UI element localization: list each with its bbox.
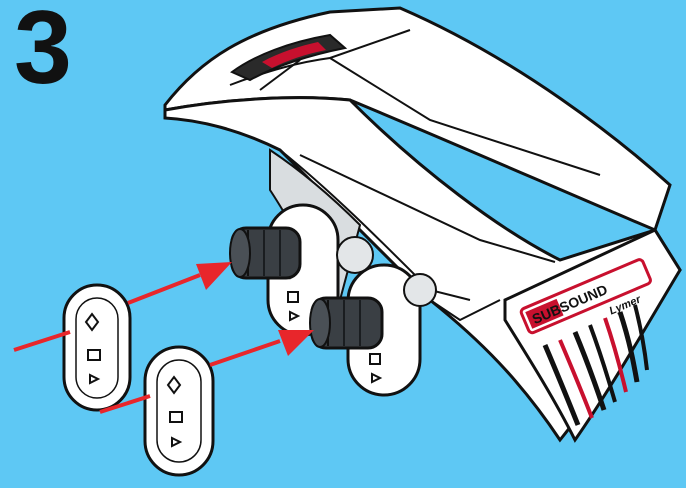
loose-beam-lower xyxy=(145,347,213,475)
axle-pin-upper xyxy=(230,228,300,278)
spoiler-body xyxy=(165,8,680,440)
axle-pin-lower xyxy=(310,298,382,348)
loose-beam-upper xyxy=(64,285,130,410)
